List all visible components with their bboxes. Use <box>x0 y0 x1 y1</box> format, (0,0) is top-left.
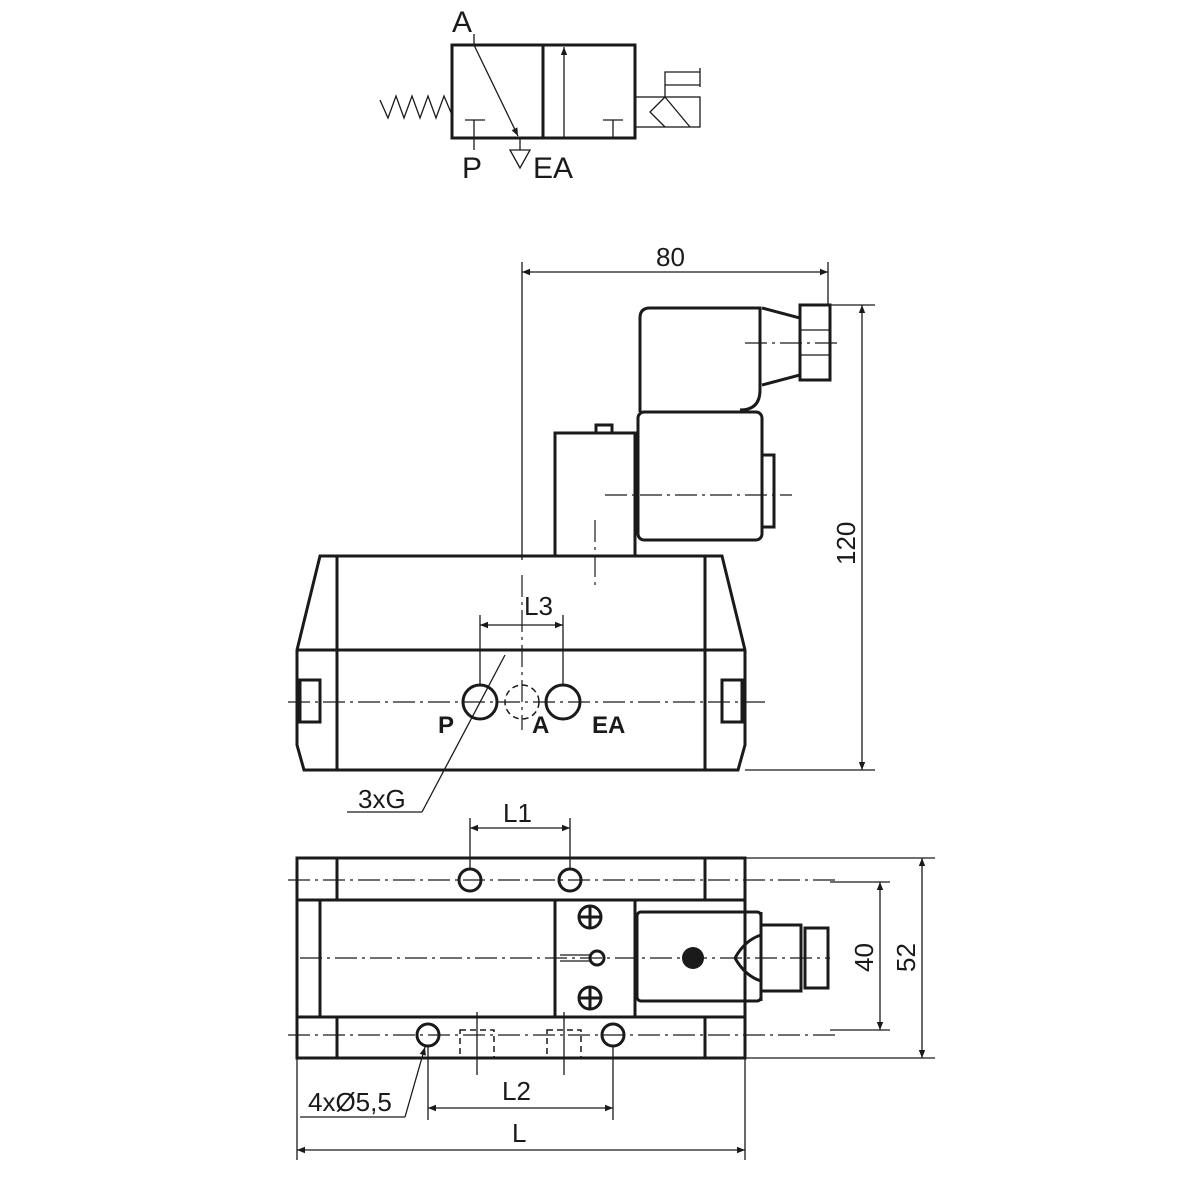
symbol-port-a-label: A <box>452 6 472 39</box>
dim-l2: L2 <box>502 1076 531 1106</box>
valve-symbol: A P EA <box>379 6 701 185</box>
dim-l1: L1 <box>503 798 532 828</box>
dim-120: 120 <box>831 522 861 565</box>
port-p-label: P <box>438 712 454 739</box>
port-a-label: A <box>532 712 549 739</box>
solenoid-coil-top <box>635 910 830 1003</box>
dim-40: 40 <box>849 943 879 972</box>
top-view: L1 L2 L 4xØ5,5 40 52 <box>288 798 935 1160</box>
front-view: P A EA L3 3xG 80 120 <box>288 242 875 814</box>
flow-arrow-icon <box>473 44 519 137</box>
dim-52: 52 <box>891 943 921 972</box>
valve-body <box>295 554 747 772</box>
port-a <box>504 684 540 720</box>
dim-80: 80 <box>656 242 685 272</box>
symbol-port-p-label: P <box>462 152 482 185</box>
dim-l3: L3 <box>524 591 553 621</box>
symbol-port-ea-label: EA <box>533 152 573 185</box>
solenoid-coil <box>636 303 832 542</box>
hole-note: 4xØ5,5 <box>308 1087 392 1117</box>
solenoid-icon <box>634 68 701 128</box>
valve-body-top <box>295 856 747 1060</box>
spring-icon <box>379 94 453 120</box>
dim-l: L <box>512 1118 526 1148</box>
exhaust-icon <box>508 138 532 170</box>
screw-icon <box>577 904 603 930</box>
screw-icon <box>577 985 603 1011</box>
thread-note: 3xG <box>358 784 406 814</box>
manual-override <box>588 949 606 967</box>
port-ea-label: EA <box>592 712 625 739</box>
